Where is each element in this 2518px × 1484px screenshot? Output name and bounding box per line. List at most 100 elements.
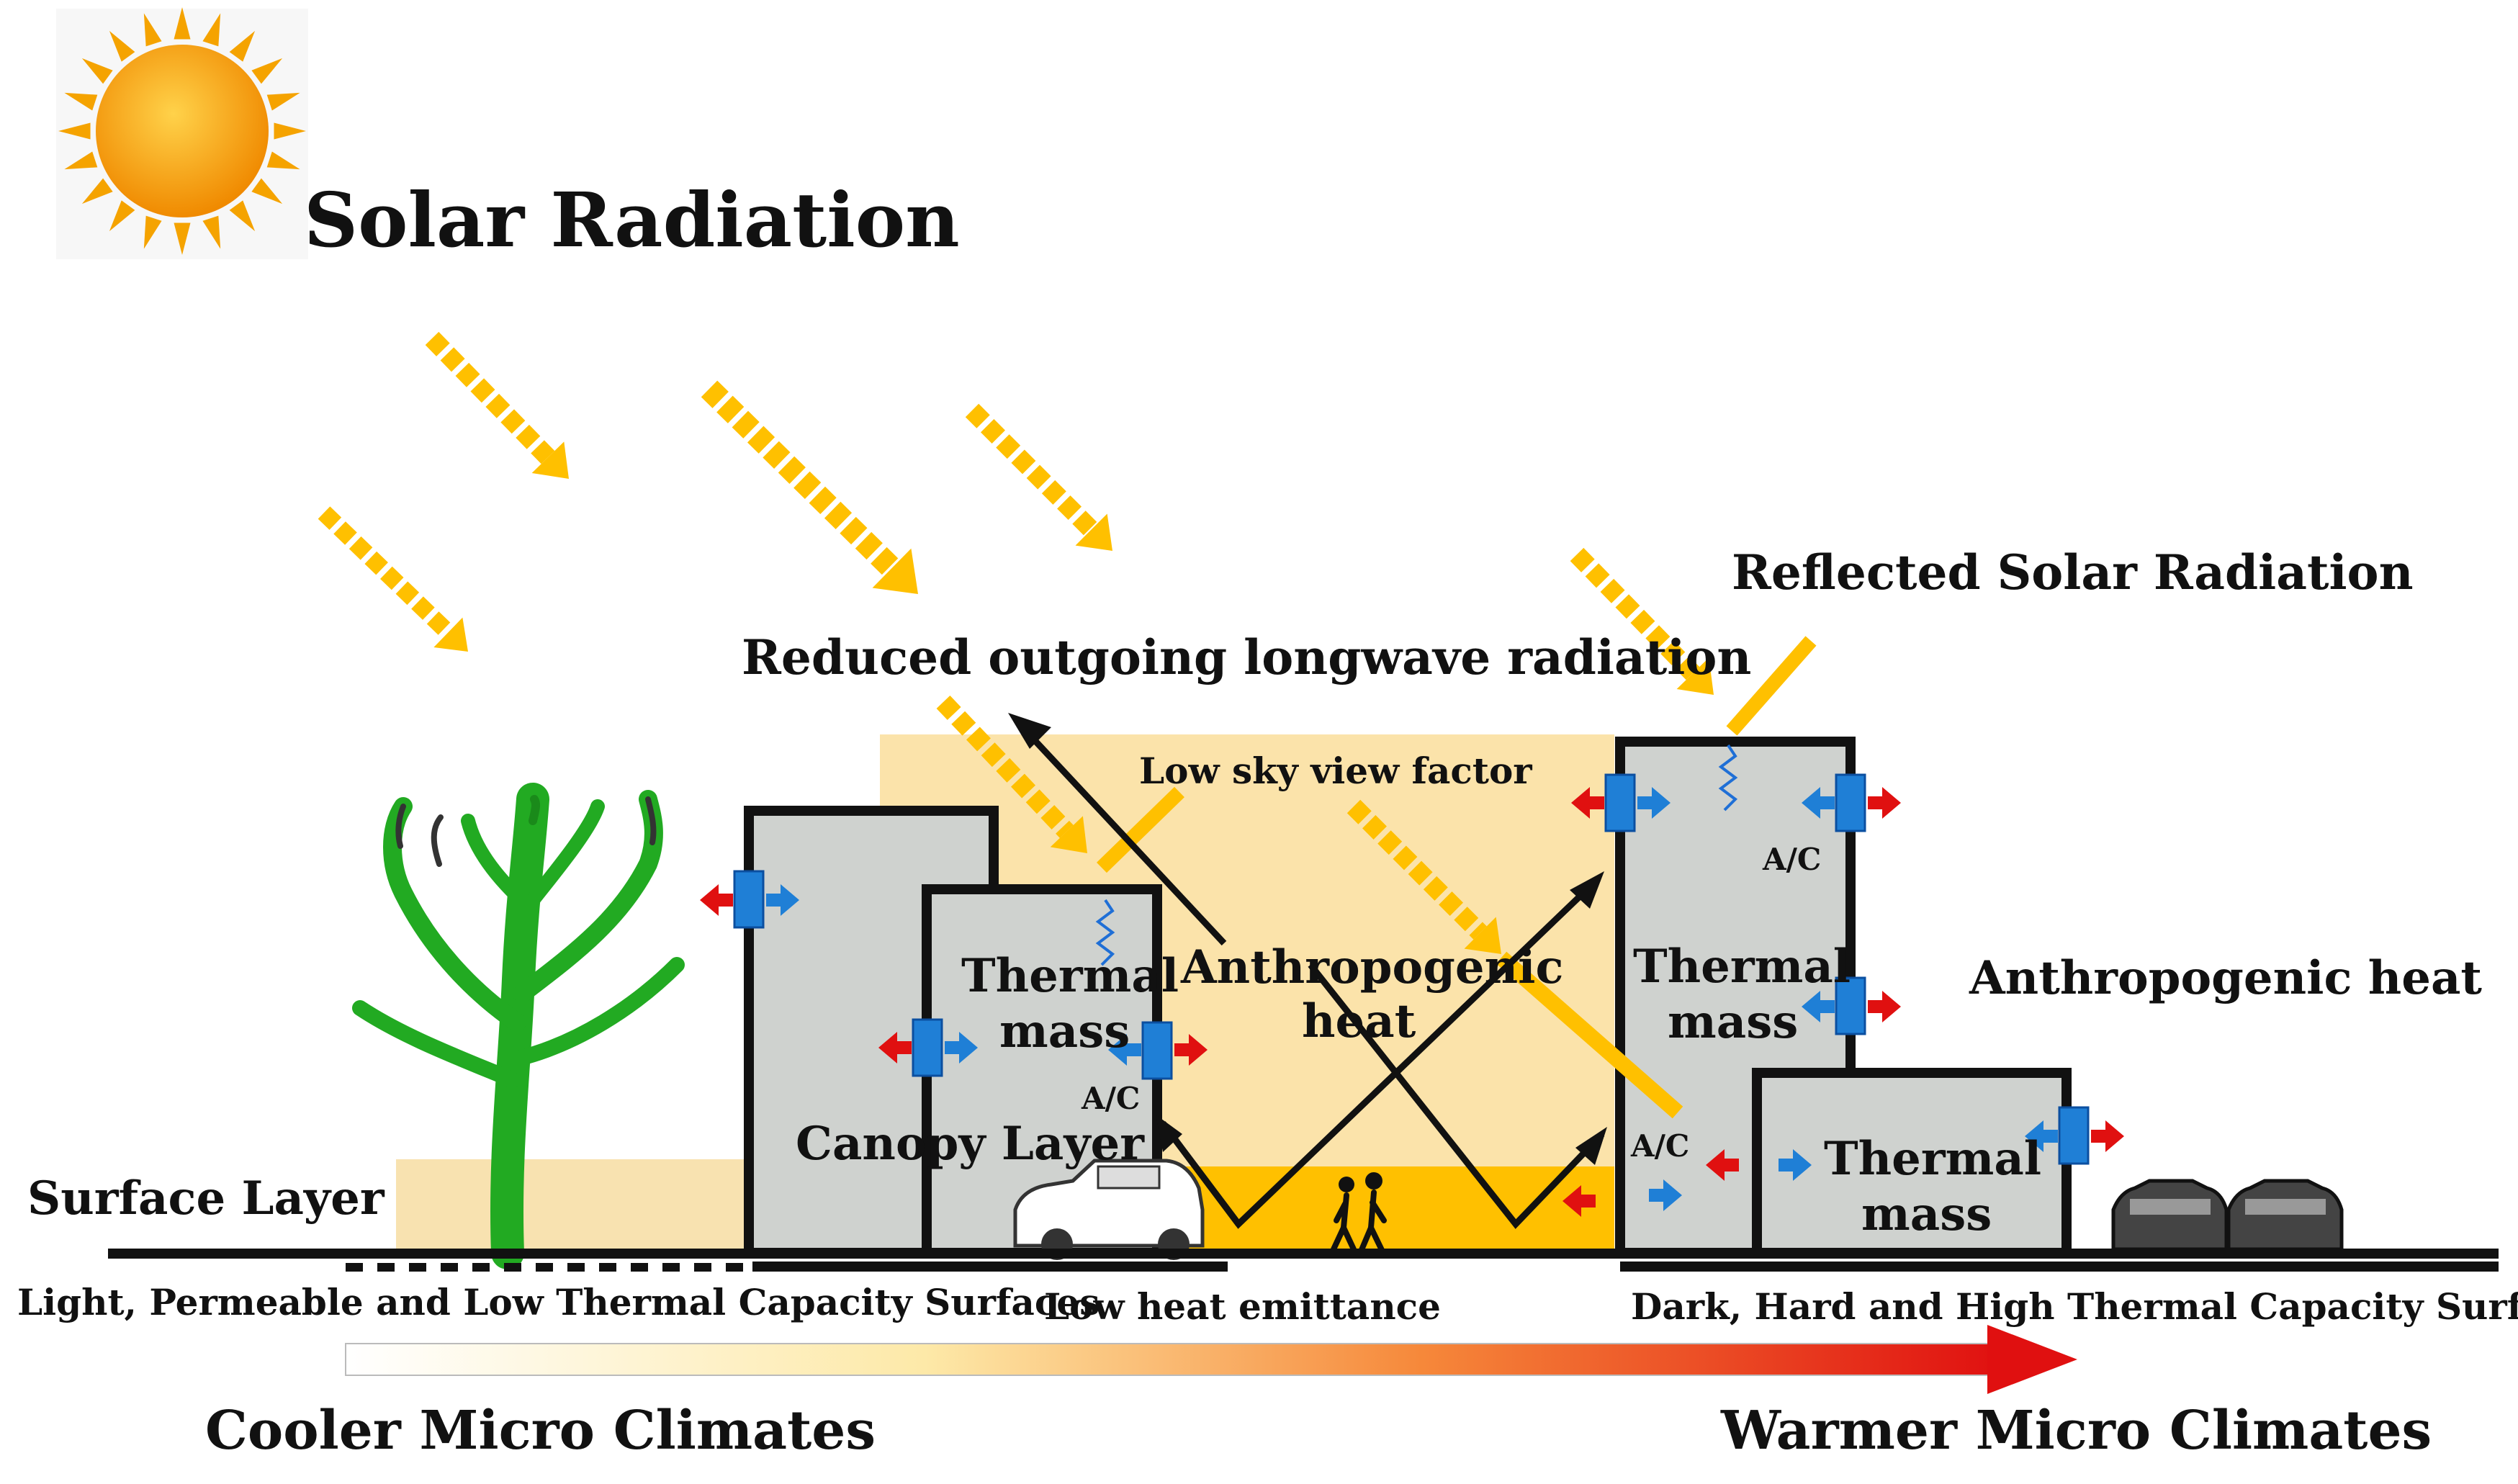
- solar-ray-head: [433, 617, 468, 652]
- label-reduced-longwave: Reduced outgoing longwave radiation: [742, 629, 1751, 685]
- ground-dash: [441, 1263, 458, 1272]
- sun-ray: [229, 200, 256, 232]
- label-heat-center: heat: [1302, 994, 1416, 1048]
- label-anthropogenic-center: Anthropogenic: [1180, 940, 1563, 994]
- longwave-arrowheads: [1008, 713, 1607, 1165]
- heat-arrow: [700, 884, 733, 916]
- solar-ray-head: [531, 441, 569, 479]
- ground-dash: [599, 1263, 616, 1272]
- cool-arrow: [1108, 1034, 1141, 1066]
- ac-unit-icon: [733, 870, 765, 929]
- ground-dash: [694, 1263, 711, 1272]
- solar-ray-head: [1464, 917, 1501, 954]
- cool-arrow: [1802, 787, 1835, 819]
- solar-ray: [965, 403, 1098, 536]
- solar-ray-head: [1075, 513, 1112, 551]
- solar-ray: [701, 380, 900, 577]
- sun-ray: [266, 92, 300, 111]
- sun-ray: [81, 58, 113, 84]
- label-surface-layer: Surface Layer: [27, 1172, 385, 1226]
- reflected-ray: [1726, 636, 1817, 736]
- solar-ray: [936, 696, 1074, 838]
- sun-ray: [64, 151, 98, 170]
- sun-ray: [202, 215, 221, 249]
- ground-dash: [409, 1263, 426, 1272]
- label-thermal-3: Thermal: [1824, 1132, 2041, 1186]
- title: Solar Radiation: [304, 176, 960, 264]
- sun-ray: [251, 178, 283, 204]
- ground-dash: [662, 1263, 680, 1272]
- cool-arrow: [945, 1032, 978, 1063]
- cool-arrow: [1802, 991, 1835, 1022]
- sun-ray: [58, 122, 91, 140]
- label-reflected-solar: Reflected Solar Radiation: [1732, 544, 2414, 601]
- label-canopy-layer: Canopy Layer: [796, 1117, 1145, 1171]
- sun-ray: [109, 30, 135, 62]
- cool-arrow: [2025, 1120, 2058, 1152]
- cool-arrow: [766, 884, 799, 916]
- solar-ray: [425, 331, 555, 464]
- ac-unit-icon: [1835, 976, 1866, 1035]
- sun-ray: [229, 30, 256, 62]
- sun-ray: [274, 122, 306, 140]
- ground-dash: [631, 1263, 648, 1272]
- label-warmer: Warmer Micro Climates: [1720, 1400, 2432, 1462]
- solar-ray-head: [1676, 657, 1714, 695]
- climate-gradient-arrow: [345, 1325, 2077, 1394]
- label-dark-surfaces: Dark, Hard and High Thermal Capacity Sur…: [1631, 1285, 2518, 1328]
- label-low-sky-view: Low sky view factor: [1139, 750, 1532, 792]
- sun-ray: [174, 7, 191, 40]
- ground: [108, 1249, 2499, 1272]
- car-icon: [2226, 1179, 2344, 1258]
- ac-unit-icon: [1835, 773, 1866, 832]
- reflected-ray-wall: [1496, 951, 1683, 1119]
- pedestrians-icon: [1331, 1172, 1387, 1254]
- heat-arrow: [1571, 787, 1604, 819]
- label-light-surfaces: Light, Permeable and Low Thermal Capacit…: [17, 1281, 1100, 1323]
- heat-arrow: [1562, 1185, 1596, 1217]
- label-ac-3: A/C: [1630, 1128, 1689, 1164]
- label-mass-2: mass: [1668, 995, 1798, 1049]
- sun-icon: [56, 7, 308, 259]
- tree-icon: [352, 783, 685, 1269]
- ac-unit-icon: [1604, 773, 1636, 832]
- label-ac-1: A/C: [1081, 1081, 1140, 1116]
- sun-ray: [81, 178, 113, 204]
- ground-dash: [472, 1263, 490, 1272]
- sun-ray: [64, 92, 98, 111]
- hot-ground-zone: [1159, 1166, 1614, 1253]
- sun-ray: [143, 13, 162, 47]
- heat-arrow: [2091, 1120, 2124, 1152]
- ground-dash: [377, 1263, 395, 1272]
- ac-unit-icon: [1141, 1021, 1173, 1080]
- label-cooler: Cooler Micro Climates: [205, 1400, 876, 1462]
- solar-ray-head: [872, 548, 918, 594]
- ac-unit-icon: [2058, 1106, 2090, 1165]
- car-icon: [1013, 1159, 1205, 1260]
- ac-units: [700, 773, 2124, 1217]
- reflected-ray-canyon: [1097, 786, 1184, 873]
- heat-arrow: [1706, 1149, 1739, 1181]
- label-anthropogenic-right: Anthropogenic heat: [1969, 951, 2482, 1005]
- car-icon: [2111, 1179, 2229, 1258]
- sun-ray: [266, 151, 300, 170]
- cool-arrow: [1649, 1179, 1682, 1211]
- sun-ray: [174, 222, 191, 255]
- ground-dash: [504, 1263, 521, 1272]
- cool-arrow: [1779, 1149, 1812, 1181]
- ground-dash: [567, 1263, 585, 1272]
- sun-ray: [143, 215, 162, 249]
- ground-dash: [536, 1263, 553, 1272]
- cool-arrow: [1637, 787, 1671, 819]
- heat-arrow: [1868, 787, 1901, 819]
- ground-dash: [346, 1263, 363, 1272]
- label-mass-1: mass: [999, 1004, 1130, 1058]
- sun-ray: [202, 13, 221, 47]
- ground-dash: [726, 1263, 743, 1272]
- cool-surface-zone: [396, 1159, 745, 1253]
- heat-arrow: [1174, 1034, 1208, 1066]
- solar-ray-head: [1050, 816, 1087, 853]
- heat-arrow: [878, 1032, 912, 1063]
- solar-ray: [1346, 799, 1487, 940]
- label-thermal-1: Thermal: [961, 949, 1179, 1003]
